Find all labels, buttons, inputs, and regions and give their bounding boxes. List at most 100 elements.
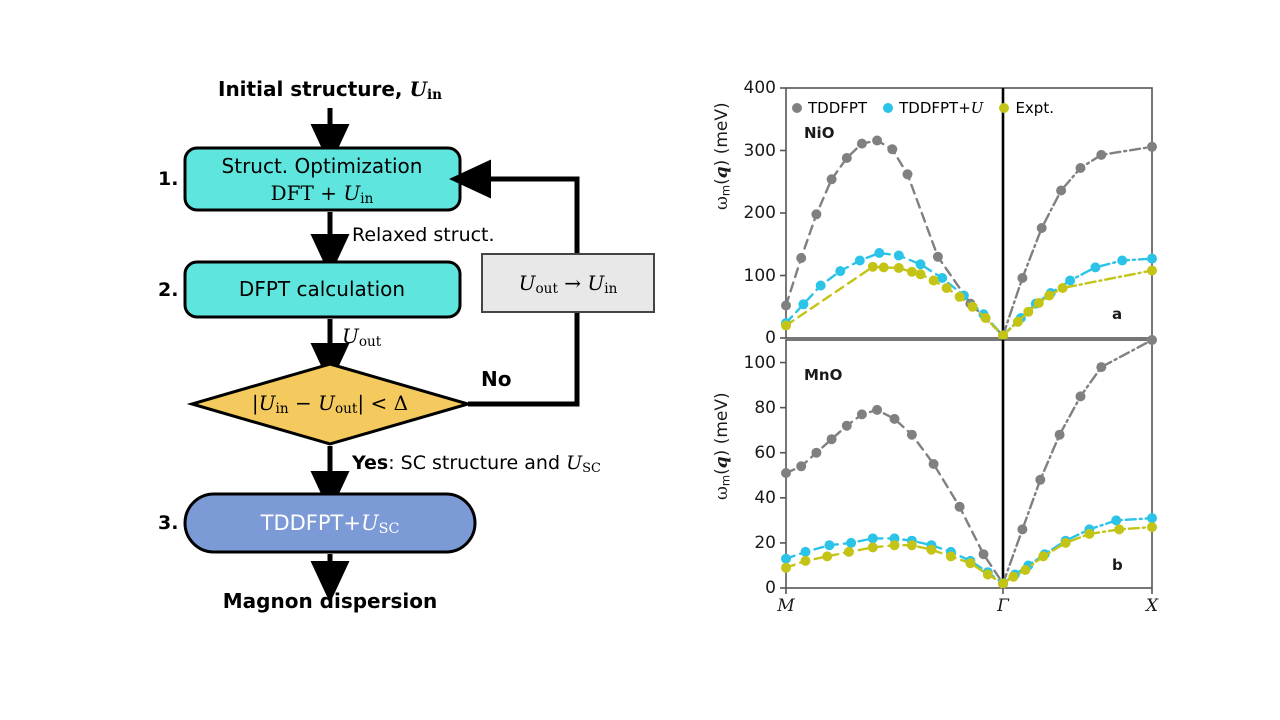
panel-b-datapoint — [1111, 515, 1122, 526]
panel-a-datapoint — [915, 259, 926, 270]
step3-number: 3. — [158, 512, 179, 534]
chart-legend: TDDFPT TDDFPT+U Expt. — [792, 99, 1054, 117]
edge-label-uout: Uout — [342, 324, 382, 350]
flowchart-title-text: Initial structure, — [218, 77, 403, 101]
step3-label: TDDFPT+USC — [261, 511, 400, 538]
panel-b-datapoint — [1060, 537, 1071, 548]
panel-b-datapoint — [781, 553, 791, 564]
panel-b-datapoint — [1017, 524, 1028, 535]
panel-b-datapoint — [1114, 524, 1125, 535]
panel-b-datapoint — [1147, 522, 1157, 533]
magnon-dispersion-chart: ωm(q) (meV) ωm(q) (meV) NiO MnO a b TDDF… — [700, 0, 1280, 720]
panel-b-series-TDDFPT-line — [1001, 338, 1154, 585]
panel-b-ytick-label: 100 — [743, 352, 776, 373]
panel-b-datapoint — [856, 409, 867, 420]
decision-delta: Δ — [393, 391, 409, 415]
panel-b-datapoint — [906, 429, 917, 440]
panel-a-datapoint — [856, 138, 867, 149]
flowchart-output-label: Magnon dispersion — [222, 589, 438, 613]
flowchart-panel: Initial structure, Uin 1. 2. 3. Struct. … — [158, 77, 655, 613]
panel-a-datapoint — [798, 299, 809, 310]
step1-number: 1. — [158, 168, 179, 190]
panel-b-datapoint — [867, 533, 878, 544]
panel-a-ytick-label: 200 — [743, 203, 776, 223]
feedback-left-symbol: U — [518, 271, 536, 295]
panel-a-series-TDDFPTU-line — [784, 251, 1005, 337]
legend-item-tddfpt[interactable]: TDDFPT — [792, 99, 867, 117]
panel-a-datapoint — [1096, 149, 1107, 160]
branch-yes-bold: Yes — [352, 452, 389, 474]
legend-label: TDDFPT+U — [899, 99, 984, 117]
panel-b-datapoint — [1038, 551, 1049, 562]
panel-a-datapoint — [1147, 141, 1157, 152]
feedback-right-symbol: U — [587, 271, 605, 295]
decision-minus: − — [295, 391, 312, 415]
branch-yes-rest: : SC structure and — [388, 452, 561, 474]
legend-marker-icon — [792, 103, 802, 113]
chart-canvas — [780, 87, 1157, 594]
panel-b-datapoint — [945, 551, 956, 562]
edge-label-relaxed-struct: Relaxed struct. — [352, 224, 495, 246]
panel-a-datapoint — [1090, 262, 1101, 273]
panel-b-datapoint — [965, 558, 976, 569]
panel-b-tag: b — [1112, 556, 1123, 574]
decision-uout-subscript: out — [334, 400, 358, 417]
panel-a-datapoint — [906, 266, 917, 277]
panel-a-datapoint — [1036, 223, 1047, 233]
legend-label: TDDFPT — [808, 99, 868, 117]
panel-a-ytick-label: 400 — [743, 78, 776, 98]
panel-b-datapoint — [1020, 565, 1031, 575]
panel-b-ytick-label: 0 — [765, 578, 776, 598]
panel-a-material-label: NiO — [804, 124, 835, 142]
panel-b-material-label: MnO — [804, 366, 843, 384]
panel-b-datapoint — [800, 546, 811, 557]
panel-a-datapoint — [1044, 290, 1055, 301]
step3-oval — [183, 492, 477, 554]
panel-a-datapoint — [998, 330, 1008, 341]
panel-a-datapoint — [902, 169, 913, 180]
step1-label-line1: Struct. Optimization — [221, 154, 423, 178]
panel-a-datapoint — [872, 135, 883, 146]
panel-a-datapoint — [928, 275, 939, 286]
panel-a-datapoint — [841, 153, 852, 163]
panel-a-datapoint — [854, 255, 865, 266]
panel-b-datapoint — [1075, 391, 1086, 402]
step2-number: 2. — [158, 279, 179, 301]
panel-a-datapoint — [1033, 298, 1044, 308]
panel-a-datapoint — [1057, 283, 1068, 293]
panel-a-datapoint — [980, 313, 991, 323]
panel-b-datapoint — [872, 404, 883, 415]
xtick-label-gamma: Γ — [997, 596, 1009, 616]
decision-label: |Uin − Uout| < Δ — [252, 391, 409, 417]
panel-a-datapoint — [1117, 255, 1128, 266]
flowchart-title: Initial structure, Uin — [218, 77, 442, 103]
panel-b-datapoint — [811, 447, 822, 458]
panel-a-datapoint — [826, 174, 837, 185]
panel-a-datapoint — [1147, 253, 1157, 264]
branch-label-no: No — [481, 367, 512, 391]
legend-label: Expt. — [1015, 99, 1054, 117]
step1-label-line2: DFT + Uin — [271, 181, 374, 207]
panel-b-datapoint — [843, 546, 854, 557]
panel-b-datapoint — [1054, 429, 1065, 440]
panel-b-datapoint — [1147, 513, 1157, 524]
panel-b-datapoint — [978, 549, 989, 560]
panel-a-datapoint — [887, 144, 898, 155]
legend-item-expt[interactable]: Expt. — [999, 99, 1054, 117]
panel-b-datapoint — [781, 562, 791, 573]
panel-a-datapoint — [1065, 275, 1076, 286]
legend-item-tddfptu[interactable]: TDDFPT+U — [883, 99, 983, 117]
panel-b-datapoint — [906, 540, 917, 551]
panel-a-datapoint — [781, 320, 791, 331]
panel-b-datapoint — [796, 461, 807, 472]
panel-b-datapoint — [928, 459, 939, 469]
decision-uin-symbol: U — [258, 391, 276, 415]
panel-b-datapoint — [867, 542, 878, 553]
panel-a-datapoint — [1017, 273, 1028, 283]
panel-b-ytick-label: 40 — [754, 487, 776, 508]
legend-marker-icon — [999, 103, 1010, 113]
edge-uout-subscript: out — [358, 333, 382, 350]
panel-b-datapoint — [822, 551, 833, 562]
panel-a-datapoint — [815, 280, 826, 291]
